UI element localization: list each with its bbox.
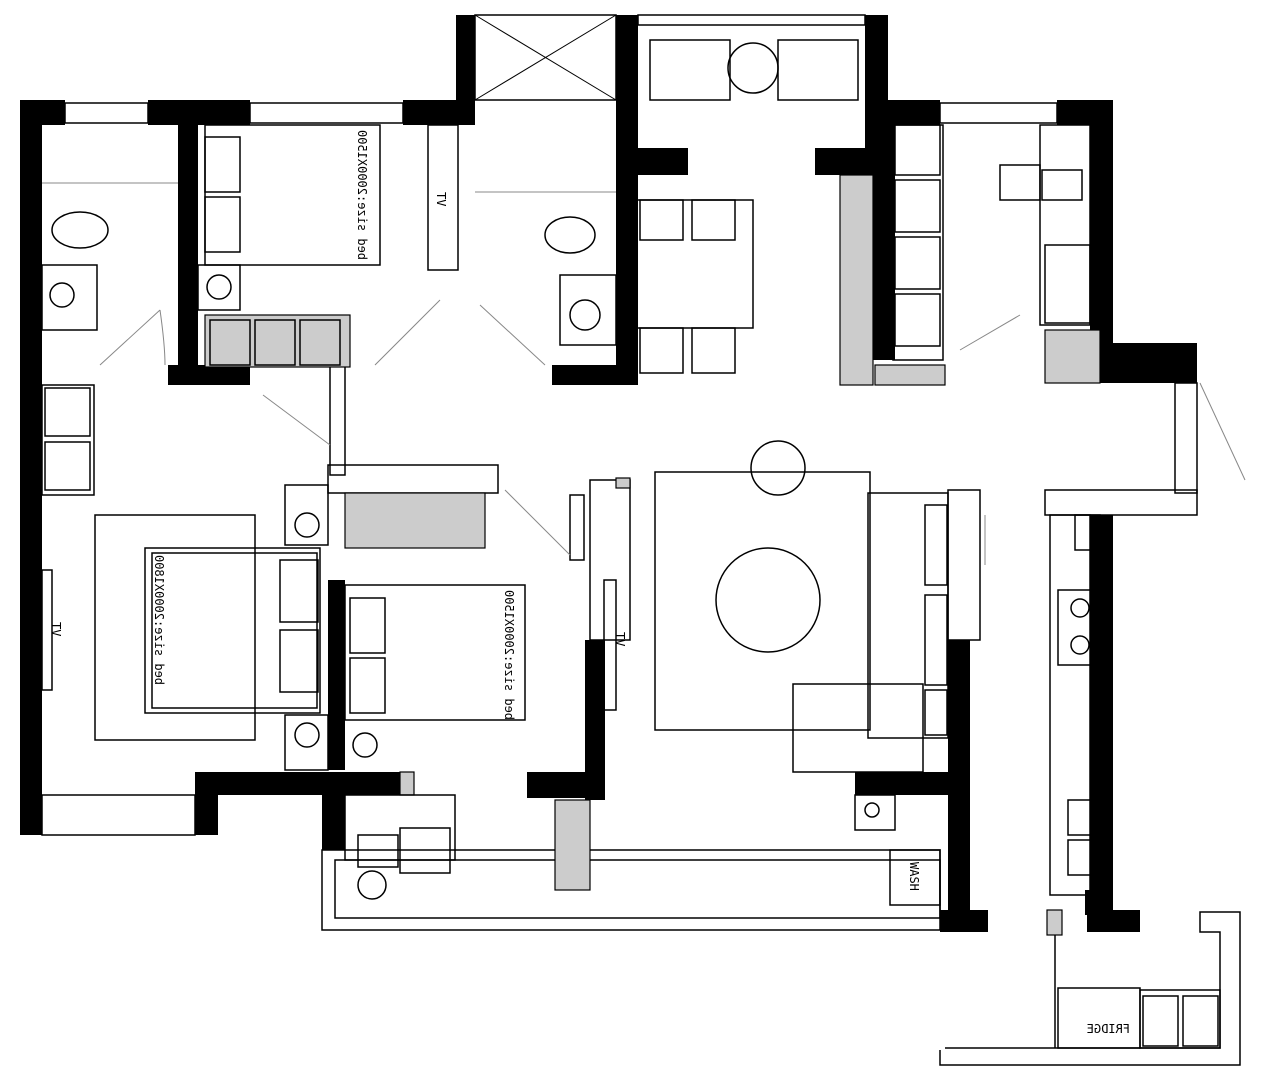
hatched-cabinets [204, 174, 1101, 936]
walls [20, 15, 1197, 932]
fridge-label: FRIDGE [1087, 1022, 1130, 1036]
wash-label: WASH [907, 862, 921, 891]
tv-label-top: TV [434, 192, 448, 206]
door-swings [99, 299, 1246, 565]
tv-label-left: TV [49, 622, 63, 636]
bed-size-label-master: bed size:2000X1800 [152, 555, 166, 685]
bed-size-label-second: bed size:2000X1500 [502, 590, 516, 720]
tv-label-center: TV [613, 632, 627, 646]
bed-size-label-top: bed size:2000X1500 [355, 130, 369, 260]
furniture [41, 39, 1221, 1049]
